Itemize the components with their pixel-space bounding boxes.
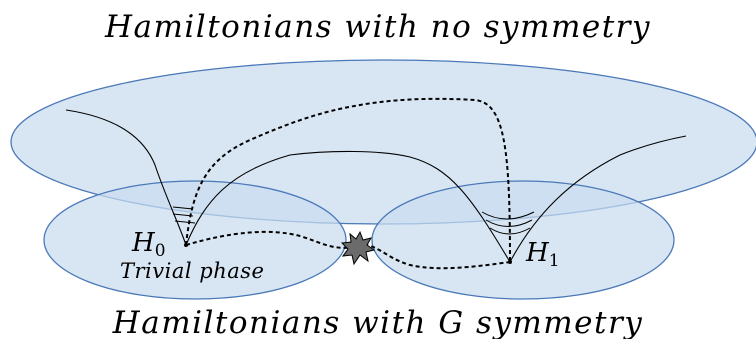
title-g-symmetry: Hamiltonians with G symmetry bbox=[112, 305, 644, 339]
h0-label: H0 bbox=[131, 228, 166, 261]
g-symmetry-region-left bbox=[43, 180, 347, 300]
dashed-path-through-no-symmetry bbox=[185, 97, 511, 263]
phase-transition-star-icon bbox=[340, 230, 376, 266]
title-no-symmetry: Hamiltonians with no symmetry bbox=[104, 9, 651, 45]
trivial-phase-label: Trivial phase bbox=[120, 259, 264, 283]
solid-curve-left bbox=[65, 109, 187, 246]
h1-point bbox=[508, 260, 512, 264]
gap-marks-h0 bbox=[172, 206, 196, 224]
solid-curve-right bbox=[509, 135, 687, 263]
h0-point bbox=[184, 243, 188, 247]
solid-curve-middle bbox=[185, 150, 511, 263]
h1-label: H1 bbox=[525, 238, 560, 271]
gap-marks-h1 bbox=[481, 211, 535, 235]
